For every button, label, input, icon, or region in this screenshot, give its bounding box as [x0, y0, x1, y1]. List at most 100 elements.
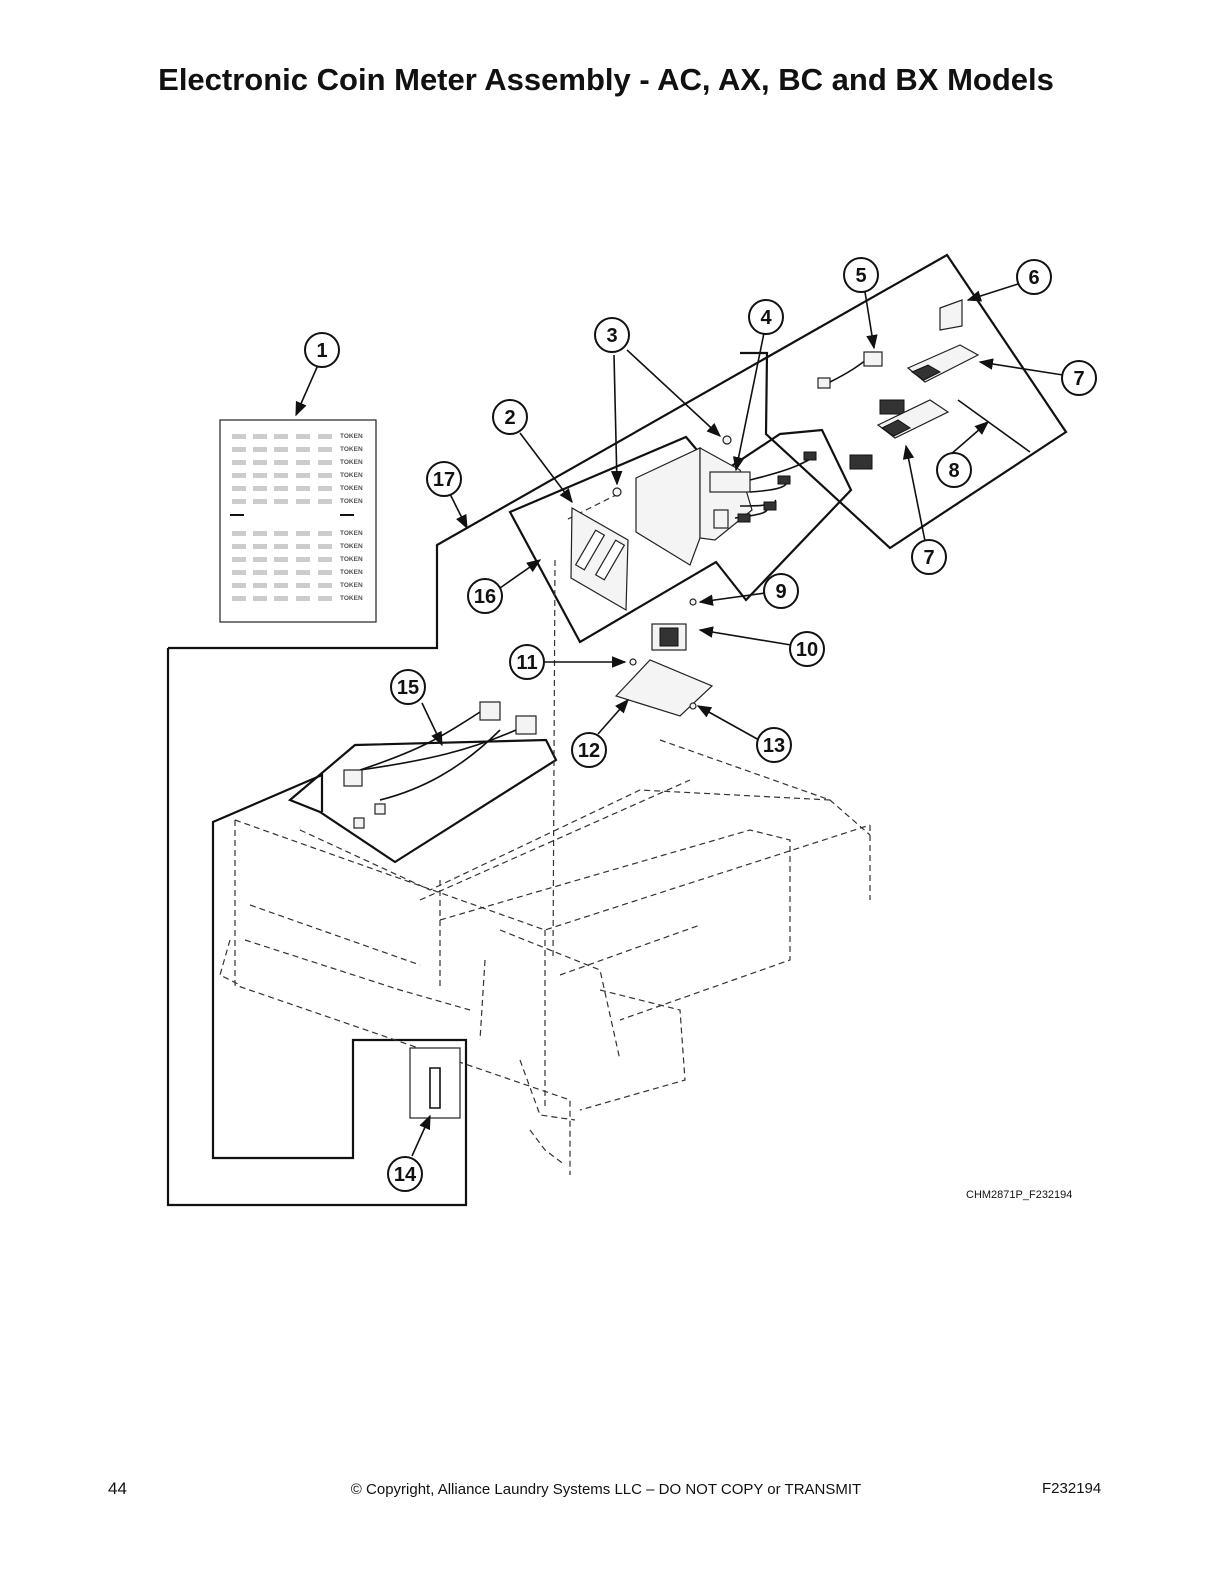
- screw-9: [689, 598, 697, 606]
- machine-base-frame: [219, 493, 871, 1175]
- decal-stripe: [253, 473, 267, 478]
- wire-harness: [343, 701, 537, 829]
- decal-token-label: TOKEN: [340, 530, 363, 537]
- screw-11: [629, 658, 637, 666]
- callout-number: 11: [516, 652, 537, 674]
- decal-stripe: [253, 447, 267, 452]
- decal-stripe: [296, 499, 310, 504]
- callout-number: 1: [316, 340, 327, 362]
- callout-5: 5: [843, 257, 879, 293]
- callout-11: 11: [509, 644, 545, 680]
- decal-stripe: [232, 557, 246, 562]
- page-title: Electronic Coin Meter Assembly - AC, AX,…: [158, 62, 1054, 97]
- decal-stripe: [274, 531, 288, 536]
- decal-token-label: TOKEN: [340, 582, 363, 589]
- decal-divider: [340, 514, 354, 516]
- decal-stripe: [274, 434, 288, 439]
- harness-subgroup-outline: [287, 738, 558, 864]
- decal-stripe: [253, 486, 267, 491]
- decal-stripe: [274, 447, 288, 452]
- decal-stripe: [274, 557, 288, 562]
- decal-token-label: TOKEN: [340, 498, 363, 505]
- callout-1: 1: [304, 332, 340, 368]
- decal-stripe: [318, 531, 332, 536]
- callout-7: 7: [911, 539, 947, 575]
- decal-stripe: [232, 460, 246, 465]
- decal-stripe: [274, 486, 288, 491]
- callout-16: 16: [467, 578, 503, 614]
- decal-stripe: [253, 570, 267, 575]
- callout-15: 15: [390, 669, 426, 705]
- callout-9: 9: [763, 573, 799, 609]
- callout-number: 13: [763, 735, 785, 757]
- mounting-plate: [614, 659, 714, 717]
- decal-stripe: [232, 531, 246, 536]
- decal-token-label: TOKEN: [340, 569, 363, 576]
- callout-6: 6: [1016, 259, 1052, 295]
- decal-stripe: [318, 447, 332, 452]
- callout-7: 7: [1061, 360, 1097, 396]
- decal-stripe: [296, 570, 310, 575]
- decal-stripe: [296, 460, 310, 465]
- decal-stripe: [296, 557, 310, 562]
- mounting-bracket: [570, 506, 629, 612]
- callout-number: 14: [394, 1164, 417, 1186]
- decal-stripe: [232, 447, 246, 452]
- token-decal-sheet: TOKENTOKENTOKENTOKENTOKENTOKENTOKENTOKEN…: [219, 419, 377, 623]
- callout-14: 14: [387, 1156, 423, 1192]
- callout-number: 7: [1073, 368, 1084, 390]
- decal-stripe: [296, 531, 310, 536]
- decal-stripe: [232, 499, 246, 504]
- callout-8: 8: [936, 452, 972, 488]
- callout-number: 17: [433, 469, 455, 491]
- callout-number: 6: [1028, 267, 1039, 289]
- decal-token-label: TOKEN: [340, 446, 363, 453]
- decal-stripe: [232, 596, 246, 601]
- decal-stripe: [296, 434, 310, 439]
- decal-stripe: [274, 544, 288, 549]
- decal-stripe: [318, 460, 332, 465]
- decal-stripe: [274, 460, 288, 465]
- decal-stripe: [232, 583, 246, 588]
- callout-number: 2: [504, 407, 515, 429]
- callout-2: 2: [492, 399, 528, 435]
- decal-stripe: [296, 583, 310, 588]
- transformer: [651, 623, 687, 651]
- decal-stripe: [318, 557, 332, 562]
- decal-stripe: [253, 583, 267, 588]
- callout-number: 8: [948, 460, 959, 482]
- callout-17: 17: [426, 461, 462, 497]
- decal-stripe: [253, 596, 267, 601]
- callout-number: 5: [855, 265, 866, 287]
- callout-3: 3: [594, 317, 630, 353]
- decal-stripe: [274, 583, 288, 588]
- decal-stripe: [296, 544, 310, 549]
- decal-stripe: [253, 434, 267, 439]
- cable-tie: [957, 399, 1031, 453]
- decal-token-label: TOKEN: [340, 556, 363, 563]
- decal-stripe: [296, 473, 310, 478]
- decal-token-label: TOKEN: [340, 472, 363, 479]
- decal-stripe: [274, 596, 288, 601]
- callout-number: 4: [760, 307, 772, 329]
- document-code: F232194: [1042, 1480, 1102, 1497]
- nut-lower: [612, 487, 622, 497]
- decal-stripe: [318, 570, 332, 575]
- callout-4: 4: [748, 299, 784, 335]
- decal-stripe: [296, 596, 310, 601]
- decal-stripe: [232, 473, 246, 478]
- decal-stripe: [318, 544, 332, 549]
- decal-stripe: [274, 473, 288, 478]
- decal-stripe: [253, 544, 267, 549]
- decal-stripe: [253, 531, 267, 536]
- decal-stripe: [232, 544, 246, 549]
- decal-stripe: [318, 499, 332, 504]
- decal-stripe: [232, 434, 246, 439]
- figure-reference-code: CHM2871P_F232194: [966, 1189, 1072, 1201]
- decal-stripe: [232, 486, 246, 491]
- callout-number: 9: [775, 581, 786, 603]
- jumper-harness: [817, 351, 883, 389]
- coin-slot-decal: [409, 1047, 461, 1119]
- callout-number: 16: [474, 586, 496, 608]
